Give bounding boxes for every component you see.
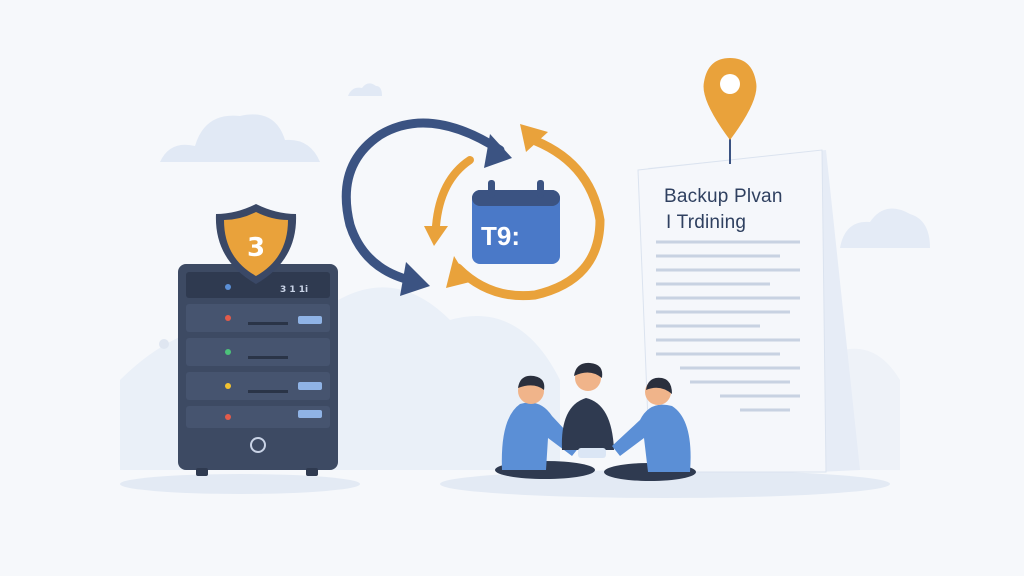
cloud-icon [348,83,382,96]
server-label: 3 1 1i [280,285,308,295]
document-icon [637,149,860,473]
person-middle [561,362,614,458]
cloud-icon [160,114,320,162]
calendar-label: T9: [481,221,520,251]
cloud-icon [840,208,930,248]
shield-glyph: 3 [247,233,265,263]
server-rack-icon [178,264,338,476]
location-pin-icon [703,58,757,164]
person-right [604,377,696,481]
person-left [495,375,595,479]
document-title-line1: Backup Plvan [664,186,783,207]
sync-arrows-icon [341,118,605,301]
shield-icon [215,204,297,284]
document-title-line2: I Trdining [666,212,746,233]
calendar-icon [472,180,560,264]
